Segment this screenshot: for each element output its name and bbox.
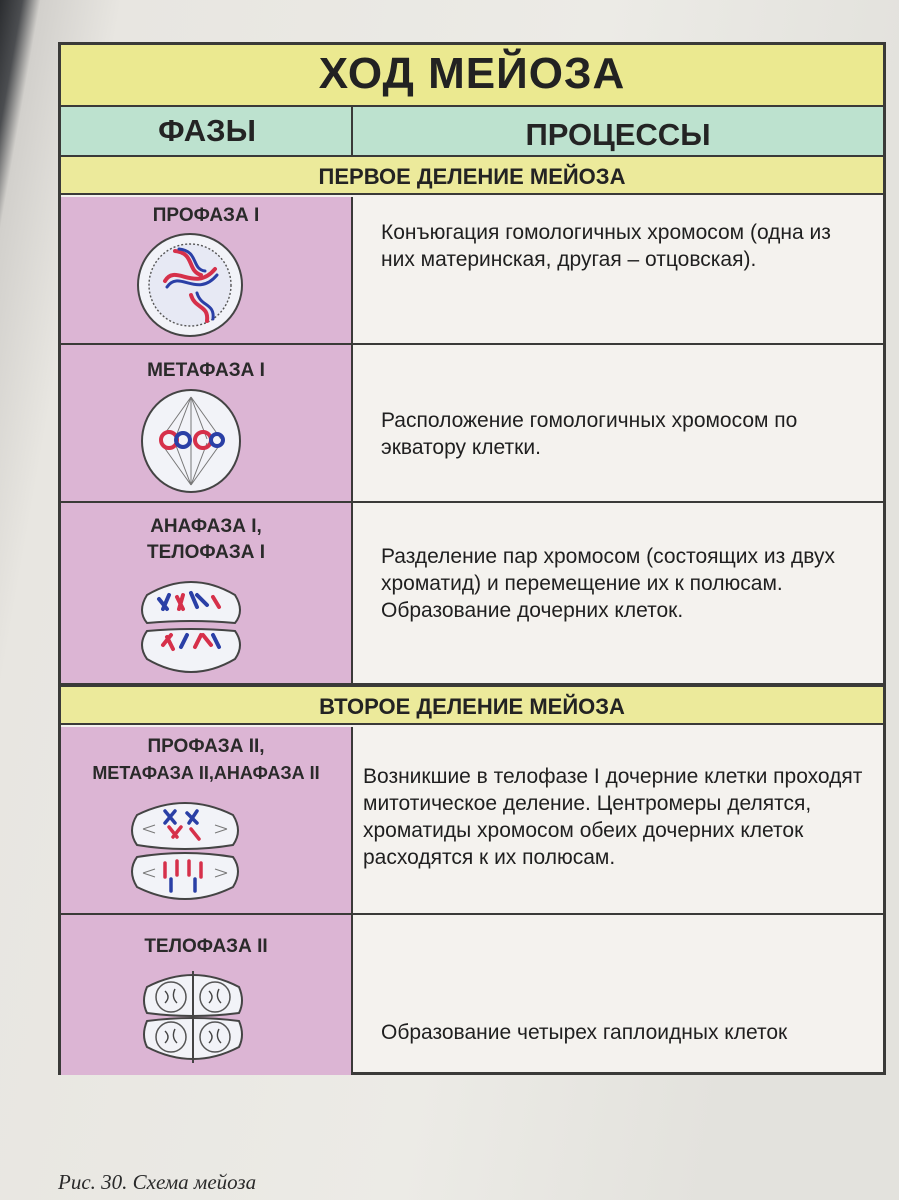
figure-caption: Рис. 30. Схема мейоза [58, 1170, 257, 1194]
second-division-label: ВТОРОЕ ДЕЛЕНИЕ МЕЙОЗА [319, 694, 625, 719]
phase-cell: ТЕЛОФАЗА II [61, 915, 353, 1075]
phase-cell: ПРОФАЗА II, МЕТАФАЗА II,АНАФАЗА II [61, 727, 353, 913]
metaphase-1-cell-icon [141, 389, 241, 493]
header-band: ФАЗЫ ПРОЦЕССЫ [61, 107, 883, 157]
phase-name: ТЕЛОФАЗА II [144, 936, 268, 957]
phase-name: МЕТАФАЗА I [147, 360, 265, 381]
process-text: Образование четырех гаплоидных клеток [381, 1021, 788, 1044]
meiosis-table: ХОД МЕЙОЗА ФАЗЫ ПРОЦЕССЫ ПЕРВОЕ ДЕЛЕНИЕ … [58, 42, 886, 1075]
phase-name-line1: АНАФАЗА I, [150, 516, 262, 537]
phase-cell: МЕТАФАЗА I [61, 345, 353, 501]
phase-name-line2: МЕТАФАЗА II,АНАФАЗА II [92, 763, 320, 783]
process-cell: Образование четырех гаплоидных клеток [353, 915, 883, 1075]
prophase-1-cell-icon [137, 233, 243, 337]
first-division-band: ПЕРВОЕ ДЕЛЕНИЕ МЕЙОЗА [61, 155, 883, 195]
process-cell: Разделение пар хромосом (состоящих из дв… [353, 503, 883, 683]
process-cell: Возникшие в телофазе I дочерние клетки п… [353, 727, 883, 913]
title-band: ХОД МЕЙОЗА [61, 45, 883, 107]
header-processes: ПРОЦЕССЫ [525, 117, 711, 152]
table-row-prophase-2: ПРОФАЗА II, МЕТАФАЗА II,АНАФАЗА II Возни… [61, 727, 883, 915]
phase-name: ПРОФАЗА I [152, 205, 260, 226]
phase-name-line2: ТЕЛОФАЗА I [146, 542, 266, 563]
second-division-band: ВТОРОЕ ДЕЛЕНИЕ МЕЙОЗА [61, 685, 883, 725]
phase-cell: ПРОФАЗА I [61, 197, 353, 343]
process-text: Конъюгация гомологичных хромосом (одна и… [381, 221, 831, 271]
phase-name-line1: ПРОФАЗА II, [147, 736, 265, 757]
process-cell: Расположение гомологичных хромосом по эк… [353, 345, 883, 501]
process-text: Разделение пар хромосом (состоящих из дв… [381, 545, 835, 622]
table-row-telophase-2: ТЕЛОФАЗА II Образование четырех гаплоидн… [61, 915, 883, 1075]
first-division-label: ПЕРВОЕ ДЕЛЕНИЕ МЕЙОЗА [318, 164, 626, 189]
process-text: Возникшие в телофазе I дочерние клетки п… [363, 765, 863, 869]
table-title: ХОД МЕЙОЗА [318, 49, 626, 98]
phase-cell: АНАФАЗА I, ТЕЛОФАЗА I [61, 503, 353, 683]
table-row-metaphase-1: МЕТАФАЗА I Расположение гомологичных хро… [61, 345, 883, 503]
table-row-anaphase-telophase-1: АНАФАЗА I, ТЕЛОФАЗА I Разделение пар хро… [61, 503, 883, 685]
process-text: Расположение гомологичных хромосом по эк… [381, 409, 798, 459]
table-row-prophase-1: ПРОФАЗА I Конъюгация гомологичных хромос… [61, 197, 883, 345]
process-cell: Конъюгация гомологичных хромосом (одна и… [353, 197, 883, 343]
header-phases: ФАЗЫ [158, 113, 256, 148]
telophase-2-cells-icon [143, 971, 243, 1063]
prophase-2-cells-icon [131, 802, 239, 900]
anaphase-telophase-1-cell-icon [141, 581, 241, 673]
